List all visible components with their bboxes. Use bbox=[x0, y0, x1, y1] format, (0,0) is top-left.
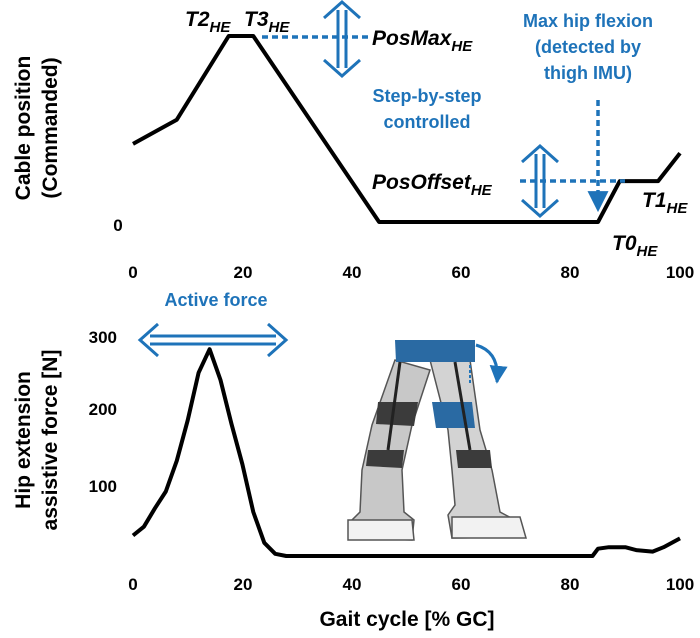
maxhip-label-line3: thigh IMU) bbox=[544, 63, 632, 83]
exosuit-legs-illustration bbox=[347, 340, 527, 541]
bottom-ytick: 100 bbox=[89, 477, 117, 496]
posoffset-label: PosOffsetHE bbox=[372, 171, 493, 199]
bottom-xlabel: Gait cycle [% GC] bbox=[319, 608, 494, 631]
bottom-ylabel-line2: assistive force [N] bbox=[39, 350, 62, 531]
bottom-xtick: 100 bbox=[666, 575, 694, 594]
top-chart: Cable position (Commanded) 0 0 20 40 60 … bbox=[12, 0, 694, 282]
bottom-xticks: 0 20 40 60 80 100 bbox=[128, 575, 694, 594]
t1-label: T1HE bbox=[642, 189, 688, 217]
posmax-label: PosMaxHE bbox=[372, 27, 473, 55]
top-xticks: 0 20 40 60 80 100 bbox=[128, 263, 694, 282]
bottom-xtick: 80 bbox=[561, 575, 580, 594]
maxhip-label-line2: (detected by bbox=[535, 37, 641, 57]
active-force-double-arrow bbox=[137, 322, 289, 358]
top-ytick-0: 0 bbox=[113, 216, 122, 235]
t3-label: T3HE bbox=[244, 8, 290, 36]
bottom-xtick: 40 bbox=[343, 575, 362, 594]
cable-position-line bbox=[132, 34, 682, 224]
top-ylabel-line2: (Commanded) bbox=[39, 57, 62, 198]
active-force-label: Active force bbox=[164, 290, 267, 310]
bottom-ylabel-line1: Hip extension bbox=[12, 371, 35, 509]
t0-label: T0HE bbox=[612, 232, 658, 260]
posmax-double-arrow bbox=[323, 0, 361, 79]
maxhip-label-line1: Max hip flexion bbox=[523, 11, 653, 31]
step-label-line1: Step-by-step bbox=[372, 86, 481, 106]
bottom-xtick: 0 bbox=[128, 575, 137, 594]
top-xtick: 0 bbox=[128, 263, 137, 282]
top-ylabel-line1: Cable position bbox=[12, 56, 35, 201]
top-xtick: 40 bbox=[343, 263, 362, 282]
top-xtick: 60 bbox=[452, 263, 471, 282]
bottom-ytick: 300 bbox=[89, 328, 117, 347]
bottom-chart: Hip extension assistive force [N] 300 20… bbox=[12, 290, 694, 631]
bottom-ytick: 200 bbox=[89, 400, 117, 419]
top-xtick: 80 bbox=[561, 263, 580, 282]
step-label-line2: controlled bbox=[383, 112, 470, 132]
top-xtick: 20 bbox=[234, 263, 253, 282]
t2-label: T2HE bbox=[185, 8, 231, 36]
top-xtick: 100 bbox=[666, 263, 694, 282]
bottom-xtick: 60 bbox=[452, 575, 471, 594]
assistive-force-line bbox=[131, 347, 681, 558]
bottom-xtick: 20 bbox=[234, 575, 253, 594]
